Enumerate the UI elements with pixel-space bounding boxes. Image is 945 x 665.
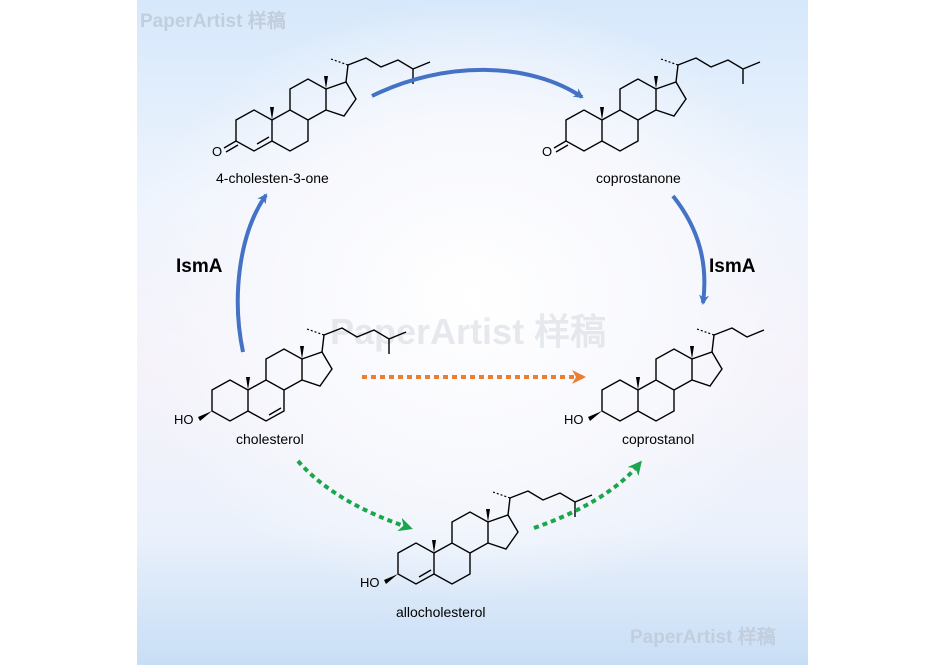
label-allocholesterol: allocholesterol: [396, 604, 486, 620]
enzyme-label-right: IsmA: [709, 256, 756, 277]
hydroxyl-label: HO: [564, 412, 584, 427]
molecule-allocholesterol: HO: [360, 490, 593, 590]
arrow-cholesterol-to-cholestenone: [235, 193, 268, 353]
hydroxyl-label: HO: [174, 412, 194, 427]
arrow-allocholesterol-to-coprostanol: [533, 460, 642, 530]
label-cholestenone: 4-cholesten-3-one: [216, 170, 329, 186]
label-cholesterol: cholesterol: [236, 431, 304, 447]
hydroxyl-label: HO: [360, 575, 380, 590]
molecule-coprostanol: HO: [564, 327, 765, 427]
arrow-cholesterol-to-allocholesterol: [296, 459, 413, 532]
ketone-oxygen-label: O: [542, 144, 552, 159]
molecule-coprostanone: O: [542, 57, 761, 159]
label-coprostanol: coprostanol: [622, 431, 694, 447]
watermark-top: PaperArtist 样稿: [140, 9, 286, 32]
arrow-cholestenone-to-coprostanone: [371, 67, 584, 99]
arrow-coprostanone-to-coprostanol: [671, 194, 709, 305]
enzyme-label-left: IsmA: [176, 256, 223, 277]
molecule-cholestenone: O: [212, 57, 431, 159]
ketone-oxygen-label: O: [212, 144, 222, 159]
label-coprostanone: coprostanone: [596, 170, 681, 186]
watermark-bottom: PaperArtist 样稿: [630, 625, 776, 648]
molecule-cholesterol: HO: [174, 327, 407, 427]
diagram-panel: [137, 0, 808, 665]
